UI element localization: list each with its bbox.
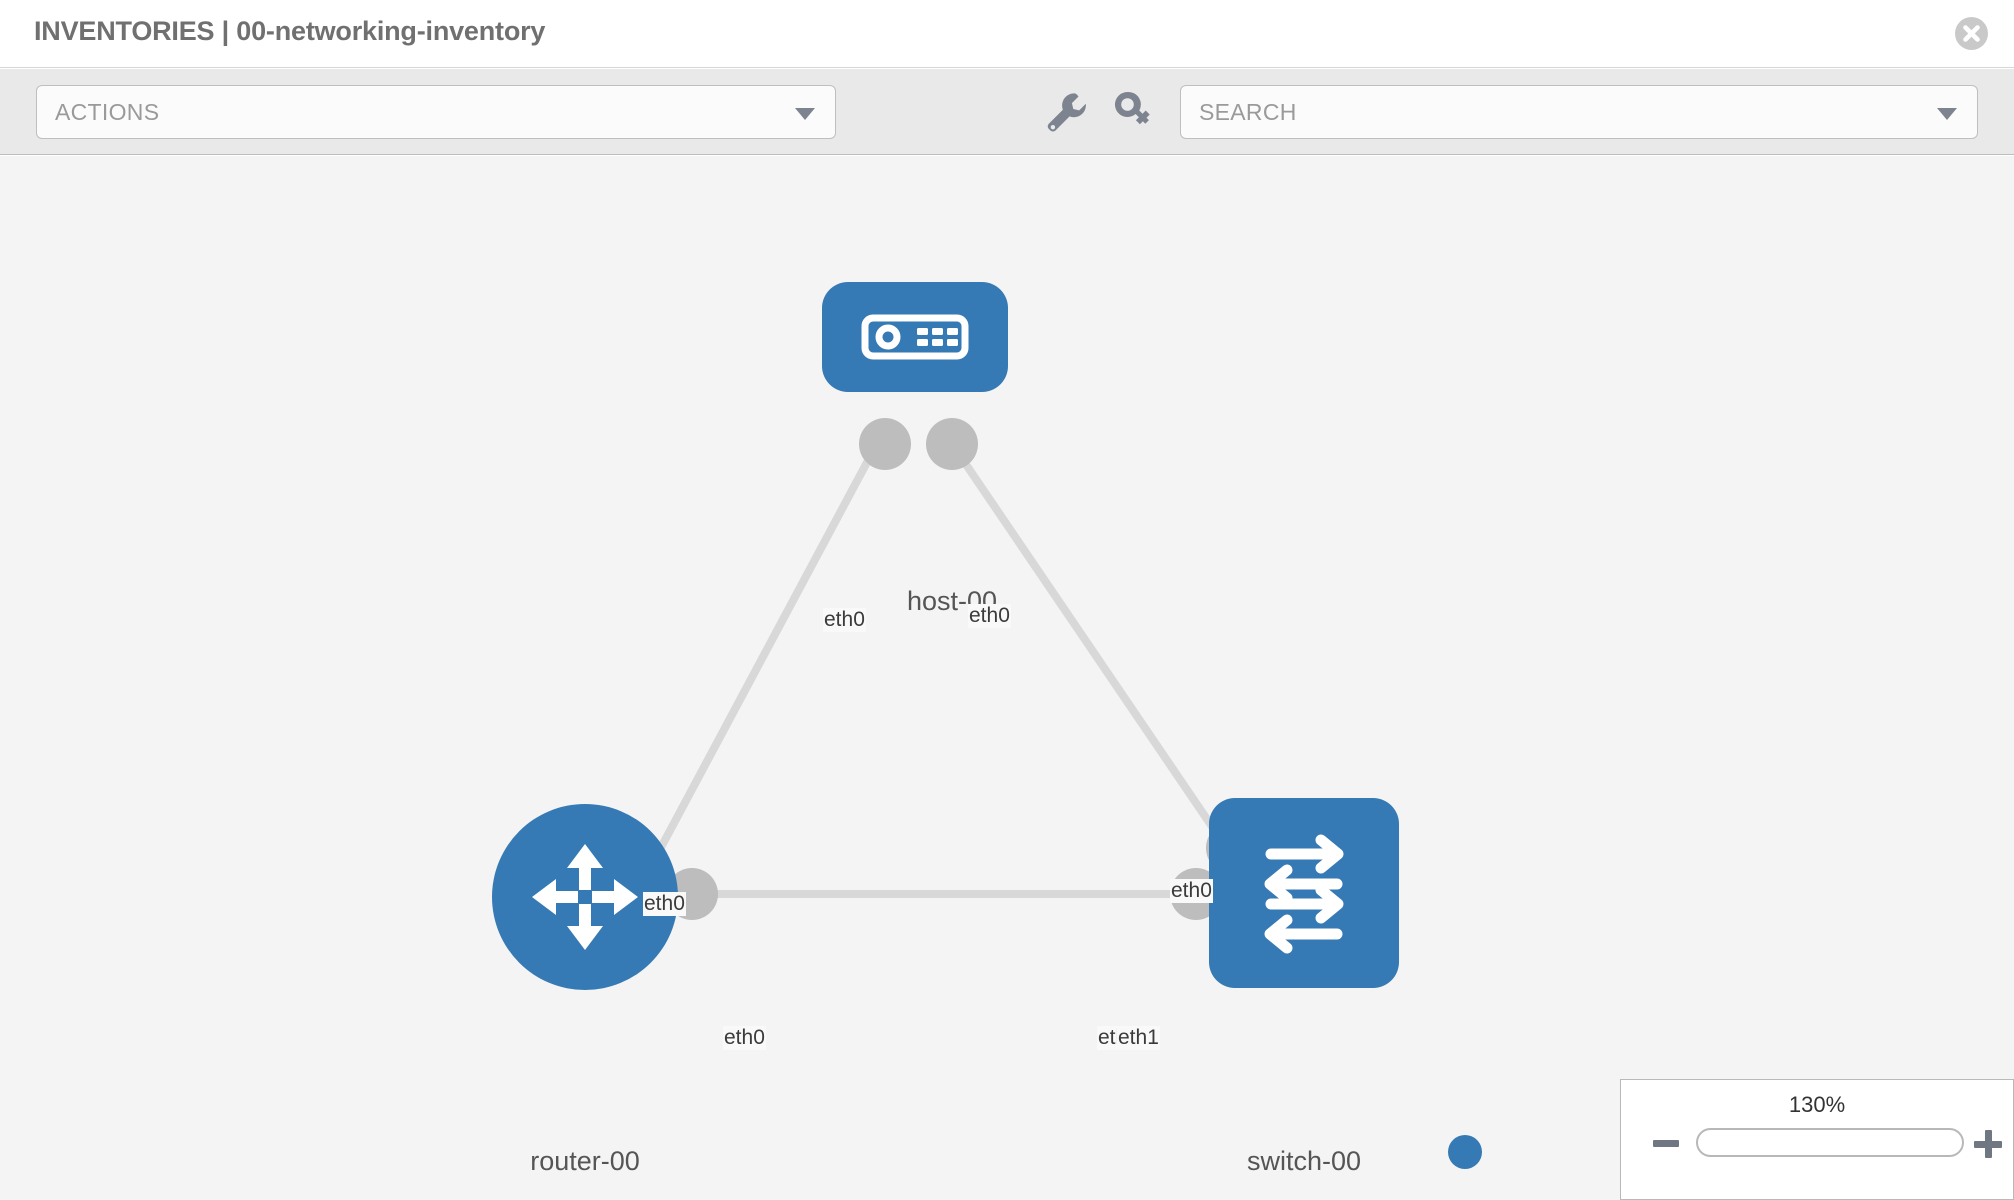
node-label-host-00: host-00 bbox=[862, 586, 1042, 617]
node-switch-00[interactable] bbox=[1209, 798, 1399, 988]
port-label-host-eth0-left: eth0 bbox=[823, 608, 866, 632]
port-label-router-uplink-eth0: eth0 bbox=[643, 892, 686, 916]
node-label-switch-00: switch-00 bbox=[1209, 1146, 1399, 1177]
search-placeholder: SEARCH bbox=[1199, 99, 1297, 125]
zoom-out-button[interactable] bbox=[1653, 1140, 1679, 1147]
actions-dropdown[interactable]: ACTIONS bbox=[36, 85, 836, 139]
key-icon[interactable] bbox=[1108, 87, 1160, 137]
zoom-slider-track[interactable] bbox=[1696, 1128, 1964, 1157]
close-icon[interactable] bbox=[1955, 17, 1988, 50]
page-title: INVENTORIES | 00-networking-inventory bbox=[34, 16, 546, 46]
actions-dropdown-label: ACTIONS bbox=[55, 99, 160, 125]
wrench-icon[interactable] bbox=[1040, 87, 1092, 137]
socket-host-right bbox=[926, 418, 978, 470]
topology-canvas[interactable]: host-00 router-00 bbox=[0, 156, 2014, 1200]
switch-icon[interactable] bbox=[1209, 798, 1399, 988]
host-icon[interactable] bbox=[822, 282, 1008, 392]
node-label-router-00: router-00 bbox=[492, 1146, 678, 1177]
zoom-control-panel: 130% bbox=[1620, 1079, 2014, 1200]
chevron-down-icon bbox=[795, 108, 815, 120]
socket-host-left bbox=[859, 418, 911, 470]
node-host-00[interactable] bbox=[822, 282, 1008, 392]
port-label-switch-uplink-eth0: eth0 bbox=[1170, 879, 1213, 903]
page-header: INVENTORIES | 00-networking-inventory bbox=[0, 0, 2014, 68]
search-chevron-down-icon[interactable] bbox=[1937, 108, 1957, 120]
zoom-in-button[interactable] bbox=[1974, 1130, 2002, 1158]
toolbar: ACTIONS SEARCH bbox=[0, 69, 2014, 155]
port-label-switch-eth1: eth1 bbox=[1117, 1026, 1160, 1050]
zoom-level-value: 130% bbox=[1788, 1092, 1846, 1117]
zoom-slider-thumb[interactable] bbox=[1448, 1135, 1482, 1169]
port-label-router-eth0: eth0 bbox=[723, 1026, 766, 1050]
port-label-host-eth0-right: eth0 bbox=[968, 604, 1011, 628]
search-input[interactable]: SEARCH bbox=[1180, 85, 1978, 139]
